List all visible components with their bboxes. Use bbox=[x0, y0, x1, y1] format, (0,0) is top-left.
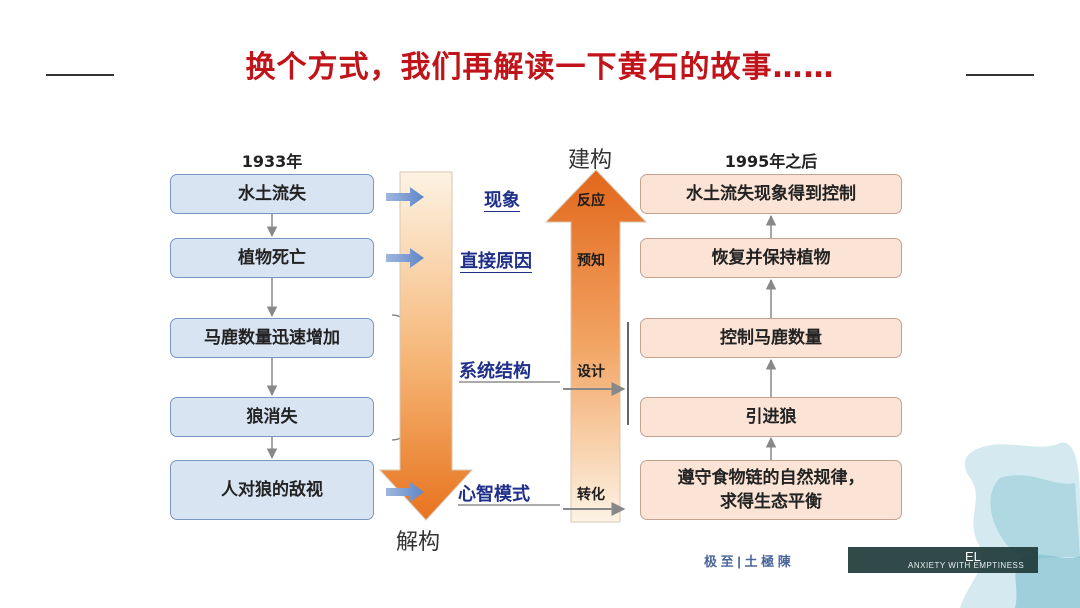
deconstruct-label: 解构 bbox=[396, 524, 440, 556]
level-phenomenon: 现象 bbox=[484, 186, 520, 212]
left-box-elk-increase: 马鹿数量迅速增加 bbox=[170, 318, 374, 358]
watermark-right-text: ANXIETY WITH EMPTINESS bbox=[908, 561, 1024, 570]
watercolor-decoration bbox=[960, 438, 1080, 608]
up-label-predict: 预知 bbox=[577, 250, 605, 270]
right-box-introduce-wolf: 引进狼 bbox=[640, 397, 902, 437]
level-system-structure: 系统结构 bbox=[459, 357, 531, 383]
right-column-header: 1995年之后 bbox=[701, 148, 841, 172]
watermark-banner: 极 至 | 土 極 陳 EL ANXIETY WITH EMPTINESS bbox=[700, 547, 1038, 575]
construct-label: 建构 bbox=[568, 142, 612, 174]
right-box-balance: 遵守食物链的自然规律， 求得生态平衡 bbox=[640, 460, 902, 520]
deconstruct-down-arrow bbox=[380, 172, 472, 520]
left-box-plant-death: 植物死亡 bbox=[170, 238, 374, 278]
right-box-erosion-controlled: 水土流失现象得到控制 bbox=[640, 174, 902, 214]
level-mental-model: 心智模式 bbox=[458, 480, 530, 506]
left-box-wolf-gone: 狼消失 bbox=[170, 397, 374, 437]
left-column-header: 1933年 bbox=[222, 148, 322, 172]
up-label-transform: 转化 bbox=[577, 484, 605, 504]
level-direct-cause: 直接原因 bbox=[460, 247, 532, 273]
construct-up-arrow bbox=[546, 170, 646, 522]
balance-line-2: 求得生态平衡 bbox=[720, 490, 822, 514]
right-box-control-elk: 控制马鹿数量 bbox=[640, 318, 902, 358]
up-label-design: 设计 bbox=[577, 361, 605, 381]
watermark-left-text: 极 至 | 土 極 陳 bbox=[704, 551, 791, 570]
balance-line-1: 遵守食物链的自然规律， bbox=[678, 466, 865, 490]
right-box-restore-plants: 恢复并保持植物 bbox=[640, 238, 902, 278]
left-box-erosion: 水土流失 bbox=[170, 174, 374, 214]
left-box-hostility: 人对狼的敌视 bbox=[170, 460, 374, 520]
up-label-react: 反应 bbox=[577, 190, 605, 210]
